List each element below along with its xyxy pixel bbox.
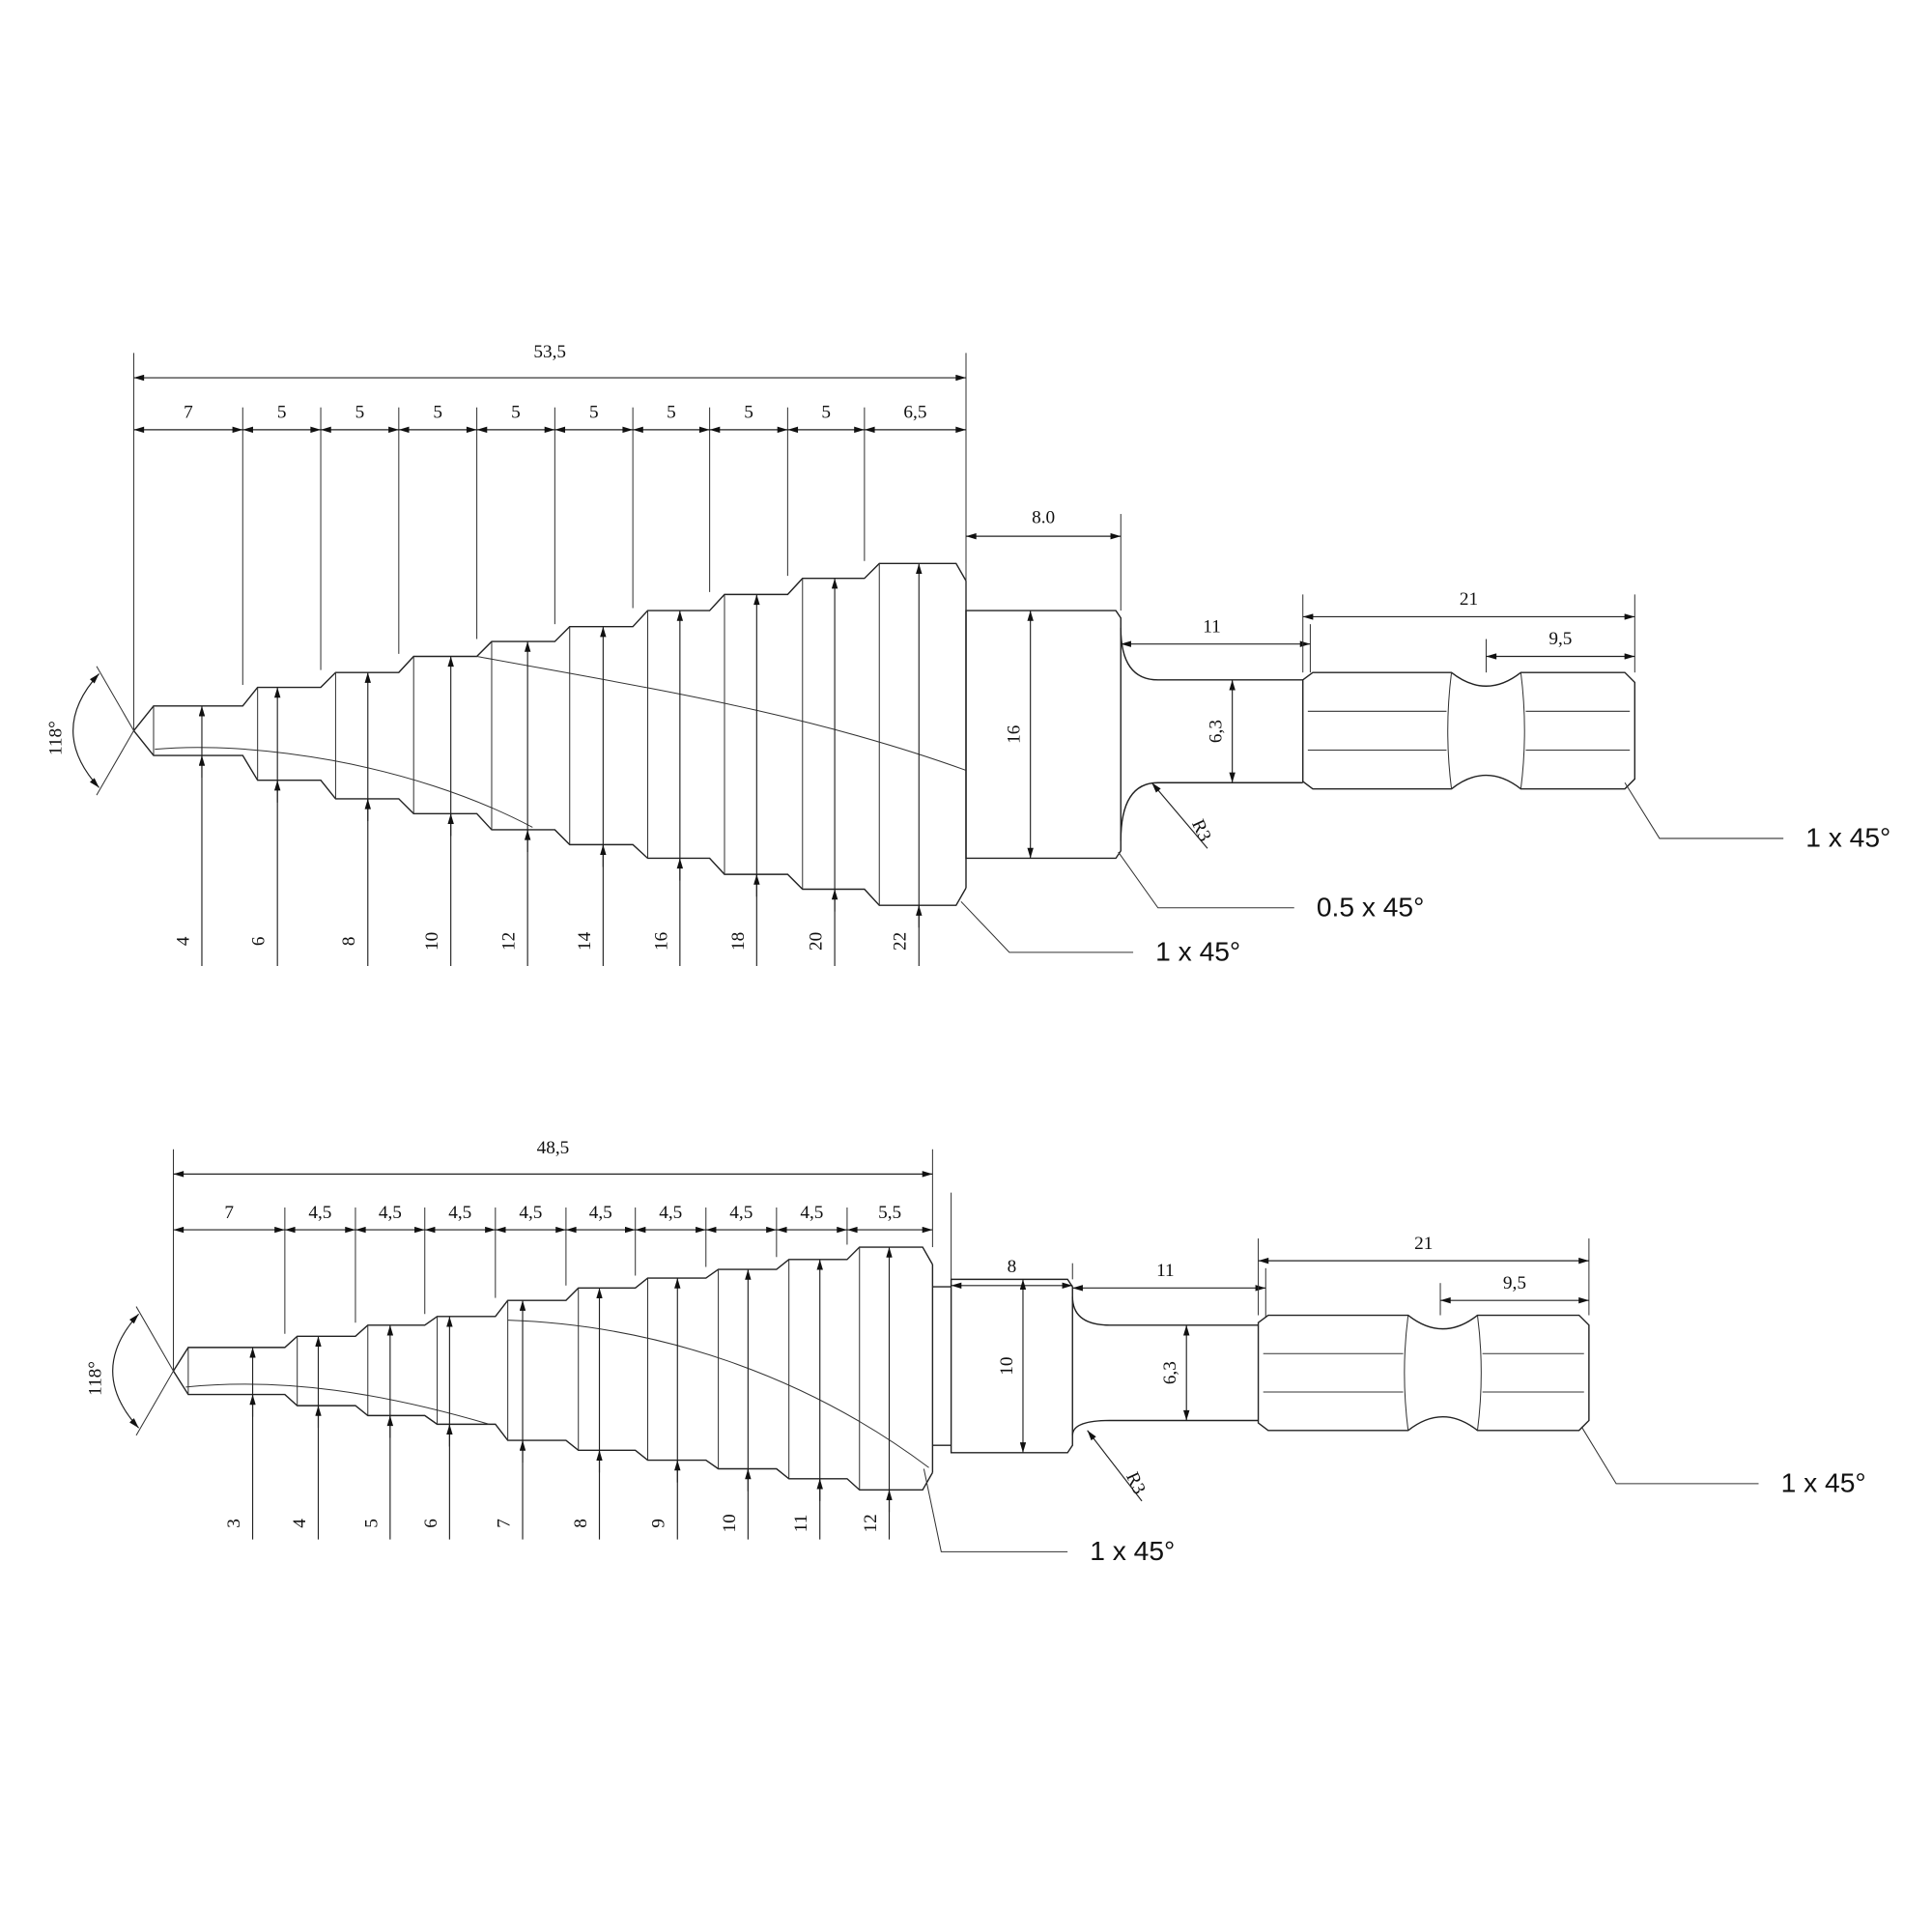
step-diameter-label: 8 — [571, 1519, 591, 1528]
fillet-radius-label: R3 — [1187, 816, 1215, 844]
hex-end-length-label: 9,5 — [1503, 1273, 1526, 1293]
chamfer-callout: 1 x 45° — [1090, 1535, 1175, 1566]
shank-diameter-label: 6,3 — [1207, 720, 1227, 743]
flute-curve — [155, 747, 533, 828]
shank-diameter-label: 6,3 — [1160, 1361, 1180, 1384]
step-diameter-label: 9 — [649, 1519, 669, 1528]
step-diameter-label: 4 — [173, 936, 193, 946]
angle-extension — [96, 666, 134, 731]
tip-angle-label: 118° — [45, 721, 66, 755]
chamfer-callout: 0.5 x 45° — [1317, 891, 1425, 922]
callout-leader — [960, 900, 1134, 953]
tip-angle-label: 118° — [85, 1361, 105, 1396]
step-length-label: 5 — [667, 403, 676, 423]
fillet-radius-label: R3 — [1122, 1469, 1150, 1497]
step-length-label: 4,5 — [800, 1203, 823, 1223]
flute-curve — [476, 655, 967, 771]
step-length-label: 5 — [744, 403, 753, 423]
step-length-label: 7 — [184, 403, 193, 423]
neck — [1071, 1296, 1259, 1435]
step-length-label: 5 — [821, 403, 831, 423]
drill-step-profile-bottom — [132, 729, 967, 906]
step-length-label: 4,5 — [729, 1203, 753, 1223]
step-diameter-label: 11 — [791, 1515, 811, 1533]
shank-body — [965, 610, 1122, 860]
hex-groove-edge — [1520, 672, 1525, 789]
angle-extension — [135, 1370, 174, 1436]
step-diameter-label: 8 — [339, 937, 359, 947]
neck-length-label: 11 — [1203, 616, 1221, 637]
step-diameter-label: 14 — [575, 931, 595, 951]
body-diameter-label: 10 — [997, 1356, 1017, 1375]
angle-extension — [135, 1306, 174, 1372]
body-neck — [932, 1286, 952, 1446]
step-diameter-label: 6 — [249, 936, 270, 946]
hex-shank — [1257, 1314, 1590, 1432]
step-diameter-label: 4 — [290, 1519, 310, 1528]
flute-curve — [507, 1320, 929, 1468]
step-drill-small: 118° 48,5 7 4,5 4,5 4,5 4,5 4,5 4,5 4,5 4,5 5,5 3 4 5 6… — [85, 1138, 1865, 1566]
callout-leader — [923, 1468, 1068, 1552]
body-length-label: 8.0 — [1032, 508, 1055, 528]
overall-length-label: 48,5 — [537, 1138, 570, 1158]
hex-length-label: 21 — [1460, 589, 1478, 610]
chamfer-callout: 1 x 45° — [1805, 822, 1890, 853]
step-drill-large: 118° 53,5 7 5 5 5 5 5 5 5 5 6,5 4 6 8 10 12 14 16 18 20 22 8.0… — [45, 342, 1890, 967]
step-length-label: 5 — [277, 403, 287, 423]
shank-body — [950, 1278, 1073, 1454]
hex-groove-edge — [1447, 672, 1453, 789]
step-length-label: 5 — [511, 403, 521, 423]
hex-shank — [1302, 671, 1636, 790]
step-length-label: 4,5 — [448, 1203, 471, 1223]
step-diameter-label: 20 — [807, 932, 827, 951]
overall-length-label: 53,5 — [533, 342, 566, 362]
neck-length-label: 11 — [1156, 1261, 1175, 1281]
hex-end-length-label: 9,5 — [1548, 629, 1572, 649]
step-length-label: 5,5 — [878, 1203, 901, 1223]
body-length-label: 8 — [1008, 1257, 1017, 1277]
callout-leader — [1580, 1426, 1759, 1485]
step-length-label: 4,5 — [659, 1203, 682, 1223]
angle-arc — [72, 673, 99, 788]
step-diameter-label: 6 — [421, 1519, 441, 1528]
callout-leader — [1118, 851, 1294, 909]
angle-arc — [112, 1313, 140, 1429]
step-length-label: 5 — [433, 403, 442, 423]
step-diameter-label: 22 — [891, 932, 911, 951]
step-diameter-label: 12 — [499, 932, 520, 951]
drill-step-profile-bottom — [172, 1370, 933, 1492]
step-diameter-label: 12 — [861, 1514, 881, 1532]
callout-leader — [1624, 781, 1784, 839]
chamfer-callout: 1 x 45° — [1781, 1467, 1866, 1498]
step-length-label: 4,5 — [519, 1203, 542, 1223]
fillet-leader — [1087, 1430, 1143, 1502]
step-diameter-label: 10 — [720, 1514, 740, 1532]
step-diameter-label: 5 — [361, 1519, 382, 1528]
step-length-label: 4,5 — [589, 1203, 612, 1223]
hex-length-label: 21 — [1414, 1234, 1433, 1254]
step-length-label: 4,5 — [308, 1203, 331, 1223]
step-length-label: 6,5 — [903, 403, 926, 423]
drill-step-profile-top — [132, 562, 967, 731]
hex-groove-edge — [1404, 1315, 1409, 1431]
fillet-leader — [1151, 781, 1208, 849]
drill-step-profile-top — [172, 1246, 933, 1372]
step-length-label: 5 — [589, 403, 599, 423]
step-length-label: 4,5 — [379, 1203, 402, 1223]
step-diameter-label: 10 — [422, 932, 442, 951]
chamfer-callout: 1 x 45° — [1155, 936, 1240, 967]
step-diameter-label: 3 — [224, 1519, 244, 1528]
step-length-label: 7 — [224, 1203, 234, 1223]
step-diameter-label: 18 — [728, 932, 749, 951]
step-diameter-label: 16 — [651, 931, 671, 951]
flute-curve — [185, 1383, 490, 1425]
angle-extension — [96, 730, 134, 796]
step-diameter-label: 7 — [494, 1519, 514, 1528]
step-length-label: 5 — [355, 403, 365, 423]
body-diameter-label: 16 — [1005, 724, 1025, 744]
hex-groove-edge — [1476, 1315, 1482, 1431]
